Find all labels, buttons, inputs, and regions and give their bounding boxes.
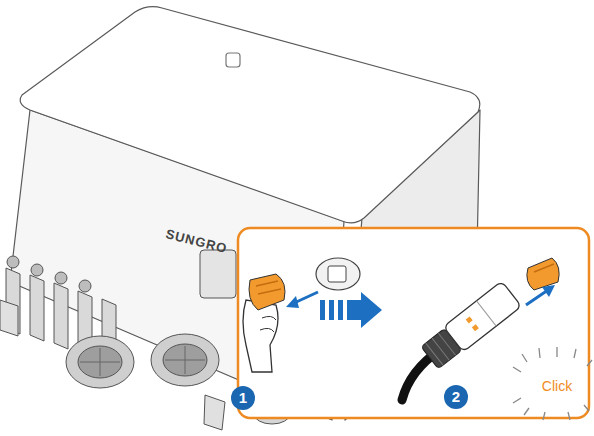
move-arrow-head: [286, 296, 299, 308]
ac-port: [200, 250, 236, 298]
callout-number: 1: [231, 386, 255, 410]
insert-arrow: [526, 290, 548, 305]
port-cover-socket: [316, 258, 360, 290]
brand-text: SUNGRO: [164, 226, 229, 256]
hand-with-cap: [243, 274, 285, 372]
callout-circle: [231, 386, 255, 410]
click-burst: [513, 347, 592, 420]
callout-panel: [238, 228, 589, 418]
insert-arrow-head: [542, 285, 555, 297]
click-text: Click: [532, 376, 582, 396]
logo-mark: [226, 53, 240, 67]
fan-grille: [66, 334, 219, 388]
step-arrow: [320, 292, 382, 328]
callout-number: 2: [444, 385, 468, 409]
ac-plug: [402, 281, 521, 400]
callout-circle: [444, 385, 468, 409]
